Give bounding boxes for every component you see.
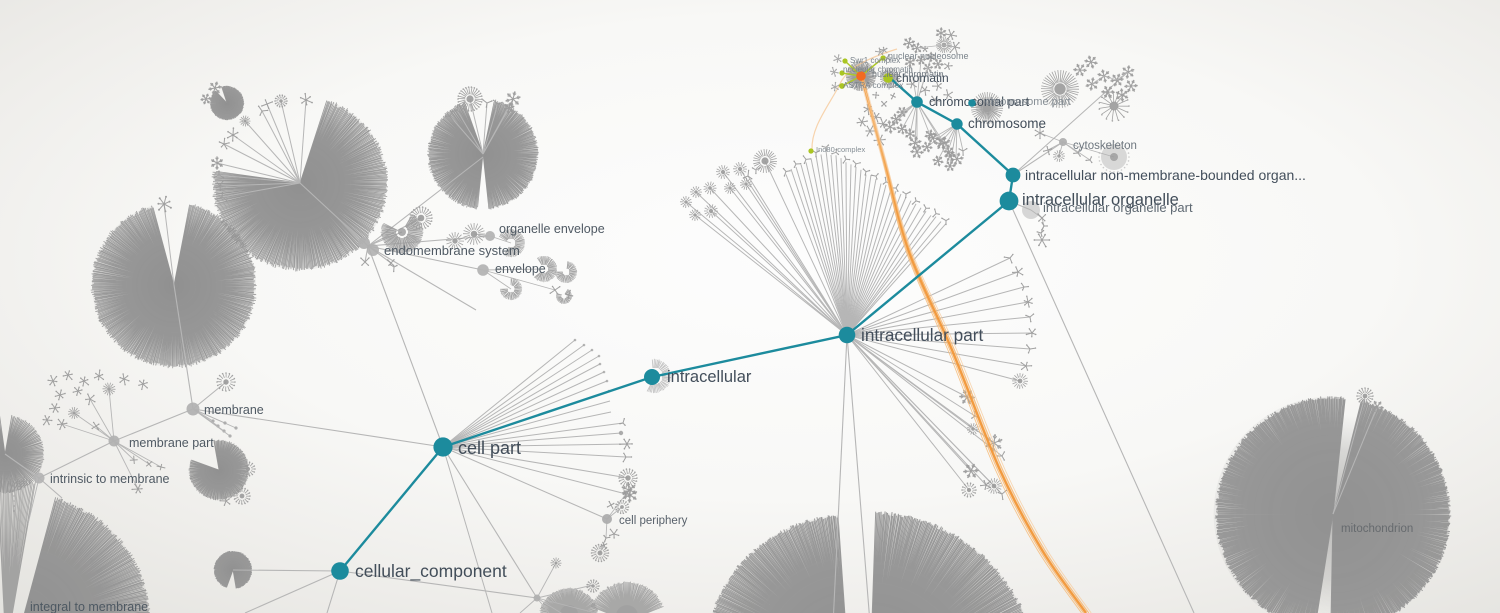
svg-text:integral to membrane: integral to membrane bbox=[30, 600, 148, 613]
svg-text:endomembrane system: endomembrane system bbox=[384, 243, 520, 258]
svg-text:chromosome part: chromosome part bbox=[985, 96, 1071, 108]
svg-text:intracellular part: intracellular part bbox=[861, 325, 984, 345]
svg-text:intracellular: intracellular bbox=[667, 368, 752, 386]
svg-text:chromosomal part: chromosomal part bbox=[929, 95, 1030, 109]
svg-text:membrane: membrane bbox=[204, 403, 264, 417]
svg-text:chromosome: chromosome bbox=[968, 116, 1046, 131]
svg-text:cytoskeleton: cytoskeleton bbox=[1073, 140, 1137, 152]
svg-text:ASTRA complex: ASTRA complex bbox=[843, 80, 904, 90]
svg-text:mitochondrion: mitochondrion bbox=[1341, 523, 1413, 535]
svg-text:cell part: cell part bbox=[458, 438, 521, 458]
svg-text:intracellular organelle part: intracellular organelle part bbox=[1043, 200, 1193, 215]
svg-text:cell periphery: cell periphery bbox=[619, 515, 688, 527]
svg-text:nuclear nucleosome: nuclear nucleosome bbox=[888, 51, 969, 61]
svg-text:membrane part: membrane part bbox=[129, 436, 214, 450]
svg-text:intrinsic to membrane: intrinsic to membrane bbox=[50, 472, 170, 486]
svg-text:Ino80-complex: Ino80-complex bbox=[816, 145, 865, 154]
svg-text:envelope: envelope bbox=[495, 262, 546, 276]
svg-text:intracellular non-membrane-bou: intracellular non-membrane-bounded organ… bbox=[1025, 167, 1306, 183]
svg-text:nucleolar chromatin: nucleolar chromatin bbox=[843, 65, 913, 74]
svg-text:organelle envelope: organelle envelope bbox=[499, 222, 605, 236]
svg-text:chromatin: chromatin bbox=[896, 71, 949, 85]
svg-text:Swr1 complex: Swr1 complex bbox=[850, 56, 900, 65]
svg-text:nuclear chromatin: nuclear chromatin bbox=[872, 69, 944, 79]
svg-text:intracellular organelle: intracellular organelle bbox=[1022, 191, 1179, 209]
svg-text:cellular_component: cellular_component bbox=[355, 561, 507, 582]
